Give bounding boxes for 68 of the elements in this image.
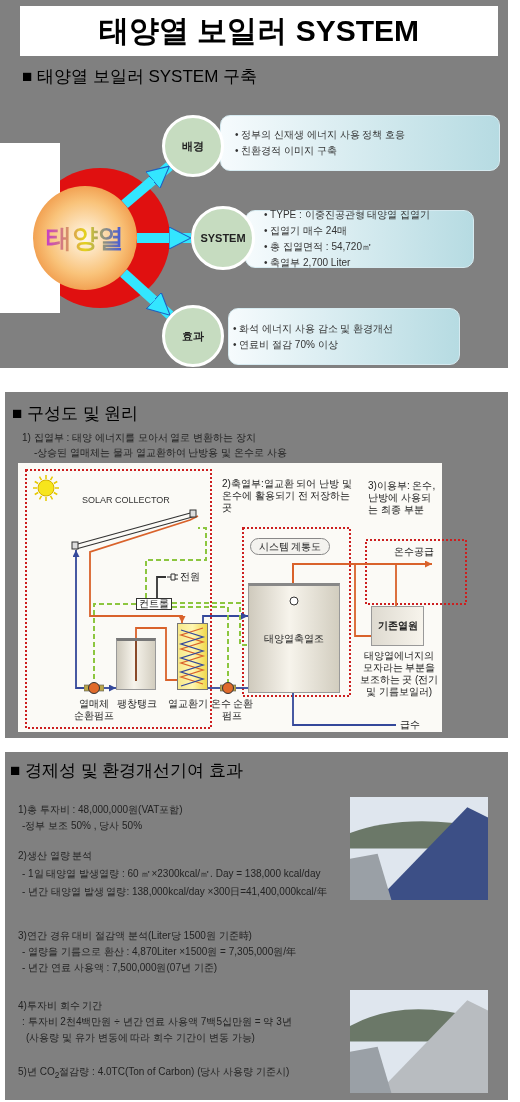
power-label: 전원 — [179, 571, 200, 583]
page-title: 태양열 보일러 SYSTEM — [99, 12, 419, 49]
note-text: - 열량을 기름으로 환산 : 4,870Liter ×1500원 = 7,305,000원/年 — [22, 946, 297, 958]
bullet-text: • 연료비 절감 70% 이상 — [233, 338, 338, 351]
bullet-text: • 총 집열면적 : 54,720㎡ — [264, 241, 372, 253]
note-text: 3)연간 경유 대비 절감액 분석(Liter당 1500원 기준時) — [18, 930, 253, 942]
pipe-line — [292, 563, 372, 637]
info-panel — [245, 210, 474, 268]
pipe-line — [72, 549, 85, 689]
control-line — [145, 527, 207, 599]
component-label: 열매체 순환펌프 — [74, 698, 114, 722]
controller-label: 컨트롤 — [139, 599, 169, 609]
pipe-line — [202, 612, 249, 624]
bullet-text: • 축열부 2,700 Liter — [264, 257, 351, 269]
boiler-label: 기존열원 — [377, 620, 418, 632]
pipe-line — [292, 692, 397, 726]
note-text: -정부 보조 50% , 당사 50% — [22, 820, 144, 832]
storage-tank — [248, 583, 340, 693]
topic-label: 배경 — [182, 140, 204, 152]
pipe-line — [207, 687, 221, 689]
title-pill — [250, 538, 330, 555]
pipe-line — [89, 515, 199, 624]
section-heading: ■ 태양열 보일러 SYSTEM 구축 — [22, 66, 258, 87]
note-text: (사용량 및 유가 변동에 따라 회수 기간이 변동 가능) — [26, 1032, 256, 1044]
block-arrow — [120, 269, 174, 319]
note-text: -상승된 열매체는 물과 열교환하여 난방용 및 온수로 사용 — [34, 447, 287, 459]
note-text: 5)년 CO$_{2}$절감량 : 4.0TC(Ton of Carbon) (당사 사용량 기준시) — [18, 1066, 291, 1081]
block-arrow — [137, 226, 192, 250]
note-text: 1)총 투자비 : 48,000,000원(VAT포함) — [18, 804, 184, 816]
note-text: 2)축열부:열교환 되어 난방 및 온수에 활용되기 전 저장하는 곳 — [222, 478, 353, 514]
bullet-text: • 집열기 매수 24매 — [264, 225, 347, 237]
note-text: 1) 집열부 : 태양 에너지를 모아서 열로 변환하는 장치 — [22, 432, 256, 444]
pipe-end-label: 급수 — [399, 719, 421, 731]
bullet-text: • 화석 에너지 사용 감소 및 환경개선 — [233, 322, 394, 335]
note-text: 2)생산 열량 분석 — [18, 850, 94, 862]
pipe-line — [135, 627, 178, 681]
pipe-line — [156, 576, 167, 599]
info-panel — [228, 308, 460, 365]
topic-label: 효과 — [182, 330, 204, 342]
expansion-tank — [116, 638, 156, 690]
bullet-text: • 정부의 신재생 에너지 사용 정책 호응 — [235, 129, 406, 141]
section-heading: ■ 경제성 및 환경개선기여 효과 — [10, 760, 244, 781]
bullet-text: • TYPE : 이중진공관형 태양열 집열기 — [264, 209, 431, 221]
tank-label: 태양열축열조 — [264, 633, 324, 645]
collector-label: SOLAR COLLECTOR — [82, 494, 170, 506]
component-label: 열교환기 — [168, 698, 208, 710]
pipe-line — [103, 684, 117, 692]
pill-label: 시스템 계통도 — [258, 540, 322, 553]
component-label: 팽창탱크 — [116, 698, 158, 710]
bullet-text: • 친환경적 이미지 구축 — [235, 145, 337, 157]
boiler-box — [371, 606, 424, 646]
note-text: 3)이용부: 온수,난방에 사용되는 최종 부분 — [368, 480, 437, 516]
pipe-end-label: 온수공급 — [393, 546, 435, 558]
section-heading: ■ 구성도 및 원리 — [12, 403, 139, 424]
info-panel — [220, 115, 500, 171]
note-text: : 투자비 2천4백만원 ÷ 년간 연료 사용액 7백5십만원 = 약 3년 — [22, 1016, 293, 1028]
component-label: 태양열에너지의 모자라는 부분을 보조하는 곳 (전기 및 기름보일러) — [358, 650, 440, 698]
topic-label: SYSTEM — [200, 232, 246, 244]
note-text: 4)투자비 회수 기간 — [18, 1000, 104, 1012]
pipe-line — [235, 687, 249, 689]
note-text: - 1일 태양열 발생열량 : 60 ㎡×2300kcal/㎡. Day = 138,000 kcal/day — [22, 868, 322, 880]
control-line — [171, 602, 249, 646]
component-label: 온수 순환펌프 — [210, 698, 254, 722]
block-arrow — [121, 162, 173, 209]
note-text: - 년간 태양열 발생 열량: 138,000kcal/day ×300日=41,400,000kcal/年 — [22, 886, 328, 898]
heat-exchanger — [177, 623, 208, 690]
note-text: - 년간 연료 사용액 : 7,500,000원(07년 기준) — [22, 962, 219, 974]
control-line — [171, 606, 229, 683]
